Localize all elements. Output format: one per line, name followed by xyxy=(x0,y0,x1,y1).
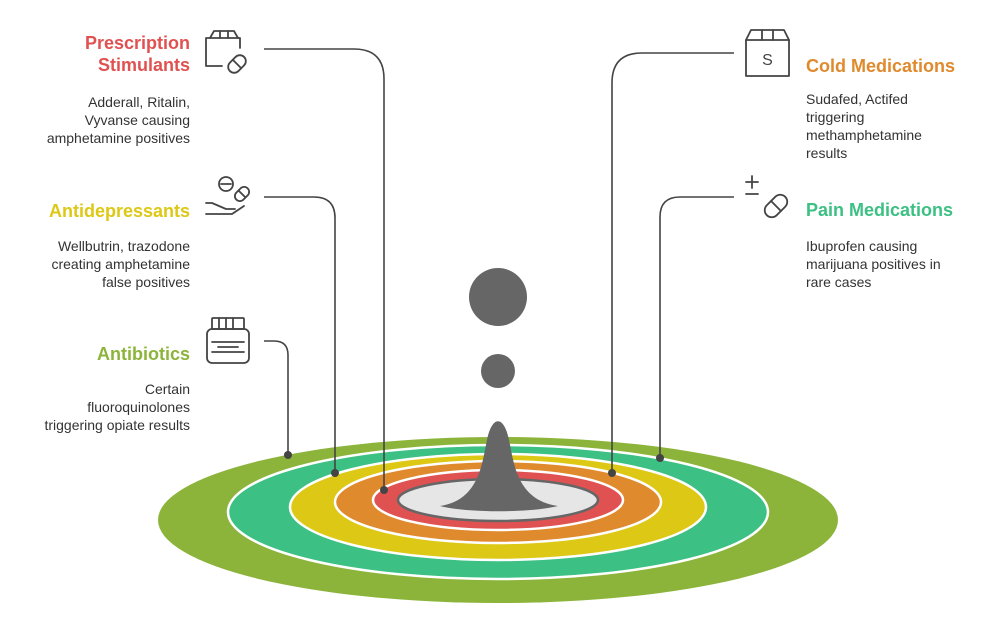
medicine-box-s-letter: S xyxy=(762,52,773,69)
title-prescription-stimulants: Prescription Stimulants xyxy=(85,32,190,76)
title-prescription-line1: Prescription xyxy=(84,33,190,53)
desc-line: fluoroquinolones xyxy=(87,399,190,415)
plus-minus-pill-icon xyxy=(745,175,789,219)
desc-line: amphetamine positives xyxy=(46,130,190,146)
droplet-small xyxy=(481,354,515,388)
desc-line: marijuana positives in xyxy=(806,256,941,272)
connector-dot-pain xyxy=(656,454,664,462)
desc-line: Sudafed, Actifed xyxy=(806,91,908,107)
title-pain-medications: Pain Medications xyxy=(806,200,954,220)
desc-line: Certain xyxy=(144,381,190,397)
splash-peak xyxy=(440,421,558,512)
desc-line: methamphetamine xyxy=(806,127,922,143)
connector-dot-cold xyxy=(608,469,616,477)
desc-line: rare cases xyxy=(806,274,872,290)
desc-antibiotics: Certain fluoroquinolones triggering opia… xyxy=(44,380,190,434)
desc-line: triggering xyxy=(806,109,865,125)
connector-antidepressants xyxy=(264,196,336,473)
droplet-large xyxy=(469,268,527,326)
connector-dot-antibiotics xyxy=(284,451,292,459)
desc-line: creating amphetamine xyxy=(51,256,190,272)
medicine-box-s-icon xyxy=(745,29,790,77)
desc-line: Adderall, Ritalin, xyxy=(88,94,190,110)
desc-line: Ibuprofen causing xyxy=(806,238,918,254)
connector-dot-antidepressants xyxy=(331,469,339,477)
connector-antibiotics xyxy=(264,340,289,455)
connector-cold xyxy=(611,52,734,473)
desc-line: false positives xyxy=(102,274,190,290)
desc-antidepressants: Wellbutrin, trazodone creating amphetami… xyxy=(51,237,190,291)
connector-pain xyxy=(659,196,734,458)
hand-pills-icon xyxy=(205,176,251,215)
connector-dot-prescription xyxy=(380,486,388,494)
connector-prescription xyxy=(264,48,385,490)
title-antibiotics: Antibiotics xyxy=(97,344,190,364)
desc-prescription-stimulants: Adderall, Ritalin, Vyvanse causing amphe… xyxy=(47,93,190,147)
title-cold-medications: Cold Medications xyxy=(806,56,956,76)
desc-line: triggering opiate results xyxy=(44,417,190,433)
desc-line: Wellbutrin, trazodone xyxy=(57,238,190,254)
pill-bottle-icon xyxy=(206,317,250,364)
desc-pain-medications: Ibuprofen causing marijuana positives in… xyxy=(806,237,941,291)
desc-line: results xyxy=(806,145,848,161)
medicine-box-pill-icon xyxy=(205,30,247,74)
title-antidepressants: Antidepressants xyxy=(48,201,190,221)
desc-cold-medications: Sudafed, Actifed triggering methamphetam… xyxy=(806,90,922,162)
title-prescription-line2: Stimulants xyxy=(97,55,190,75)
desc-line: Vyvanse causing xyxy=(84,112,190,128)
